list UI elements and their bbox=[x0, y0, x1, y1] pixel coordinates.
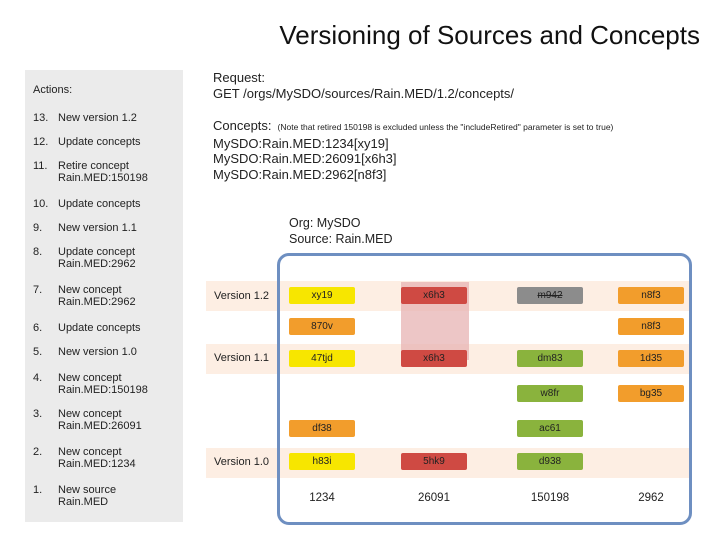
action-item: 1. New source Rain.MED bbox=[33, 484, 116, 508]
concepts-note: (Note that retired 150198 is excluded un… bbox=[277, 122, 614, 132]
action-number: 13. bbox=[33, 112, 49, 124]
actions-panel: Actions: 13. New version 1.2 12. Update co… bbox=[25, 70, 183, 522]
action-item: 8. Update concept Rain.MED:2962 bbox=[33, 246, 136, 270]
concept-version-node[interactable]: xy19 bbox=[289, 287, 355, 304]
concept-version-node[interactable]: w8fr bbox=[517, 385, 583, 402]
action-number: 11. bbox=[33, 160, 48, 172]
action-text: Retire concept Rain.MED:150198 bbox=[58, 160, 148, 184]
source-frame bbox=[277, 253, 692, 525]
version-label: Version 1.1 bbox=[214, 352, 270, 364]
action-number: 10. bbox=[33, 198, 49, 210]
concept-line: MySDO:Rain.MED:1234[xy19] bbox=[213, 135, 389, 151]
action-item: 9. New version 1.1 bbox=[33, 222, 137, 234]
action-item: 7. New concept Rain.MED:2962 bbox=[33, 284, 136, 308]
concept-line: MySDO:Rain.MED:26091[x6h3] bbox=[213, 151, 397, 166]
slide-title: Versioning of Sources and Concepts bbox=[279, 20, 700, 50]
action-text: Update concepts bbox=[58, 136, 141, 148]
concept-version-node[interactable]: x6h3 bbox=[401, 287, 467, 304]
org-name: Org: MySDO bbox=[289, 216, 361, 230]
concept-version-node[interactable]: x6h3 bbox=[401, 350, 467, 367]
concept-line: MySDO:Rain.MED:2962[n8f3] bbox=[213, 166, 387, 182]
action-text: New concept Rain.MED:2962 bbox=[58, 284, 136, 308]
action-text: Update concepts bbox=[58, 198, 141, 210]
concept-version-node[interactable]: n8f3 bbox=[618, 287, 684, 304]
concept-id-label: 1234 bbox=[309, 492, 335, 504]
concept-version-node[interactable]: dm83 bbox=[517, 350, 583, 367]
concept-version-node[interactable]: df38 bbox=[289, 420, 355, 437]
concept-id-label: 2962 bbox=[638, 492, 664, 504]
action-text: New version 1.0 bbox=[58, 346, 137, 358]
concept-id-label: 26091 bbox=[418, 492, 450, 504]
concept-version-node[interactable]: 47tjd bbox=[289, 350, 355, 367]
concept-version-node[interactable]: 5hk9 bbox=[401, 453, 467, 470]
action-number: 7. bbox=[33, 284, 43, 296]
action-number: 4. bbox=[33, 372, 43, 384]
actions-title: Actions: bbox=[33, 84, 73, 96]
action-number: 1. bbox=[33, 484, 43, 496]
action-number: 5. bbox=[33, 346, 43, 358]
action-item: 2. New concept Rain.MED:1234 bbox=[33, 446, 136, 470]
action-number: 6. bbox=[33, 322, 43, 334]
action-text: New concept Rain.MED:1234 bbox=[58, 446, 136, 470]
action-item: 6. Update concepts bbox=[33, 322, 141, 334]
concepts-block: Concepts: (Note that retired 150198 is ex… bbox=[213, 118, 613, 182]
action-number: 12. bbox=[33, 136, 49, 148]
version-label: Version 1.2 bbox=[214, 290, 270, 302]
retired-concept-node[interactable]: m942 bbox=[517, 287, 583, 304]
action-item: 10. Update concepts bbox=[33, 198, 141, 210]
concept-version-node[interactable]: ac61 bbox=[517, 420, 583, 437]
action-text: New version 1.2 bbox=[58, 112, 137, 124]
action-text: New concept Rain.MED:150198 bbox=[58, 372, 148, 396]
concept-id-label: 150198 bbox=[530, 492, 570, 504]
action-text: New concept Rain.MED:26091 bbox=[58, 408, 142, 432]
action-number: 8. bbox=[33, 246, 43, 258]
request-block: Request: GET /orgs/MySDO/sources/Rain.ME… bbox=[213, 70, 514, 102]
action-item: 3. New concept Rain.MED:26091 bbox=[33, 408, 142, 432]
action-item: 12. Update concepts bbox=[33, 136, 141, 148]
request-label: Request: bbox=[213, 70, 266, 85]
concept-version-node[interactable]: d938 bbox=[517, 453, 583, 470]
action-item: 5. New version 1.0 bbox=[33, 346, 137, 358]
concept-version-node[interactable]: 870v bbox=[289, 318, 355, 335]
action-text: New source Rain.MED bbox=[58, 484, 117, 508]
concepts-label: Concepts: bbox=[213, 118, 272, 133]
org-label: Org: MySDO Source: Rain.MED bbox=[289, 216, 393, 247]
request-url: GET /orgs/MySDO/sources/Rain.MED/1.2/con… bbox=[213, 86, 515, 101]
version-label: Version 1.0 bbox=[214, 456, 270, 468]
action-text: New version 1.1 bbox=[58, 222, 137, 234]
concept-version-node[interactable]: 1d35 bbox=[618, 350, 684, 367]
action-number: 2. bbox=[33, 446, 43, 458]
action-item: 11. Retire concept Rain.MED:150198 bbox=[33, 160, 148, 184]
concept-version-node[interactable]: n8f3 bbox=[618, 318, 684, 335]
source-name: Source: Rain.MED bbox=[289, 231, 393, 246]
action-number: 9. bbox=[33, 222, 43, 234]
action-number: 3. bbox=[33, 408, 43, 420]
concept-version-node[interactable]: bg35 bbox=[618, 385, 684, 402]
action-item: 4. New concept Rain.MED:150198 bbox=[33, 372, 148, 396]
action-item: 13. New version 1.2 bbox=[33, 112, 137, 124]
concept-version-node[interactable]: h83i bbox=[289, 453, 355, 470]
action-text: Update concepts bbox=[58, 322, 141, 334]
action-text: Update concept Rain.MED:2962 bbox=[58, 246, 136, 270]
